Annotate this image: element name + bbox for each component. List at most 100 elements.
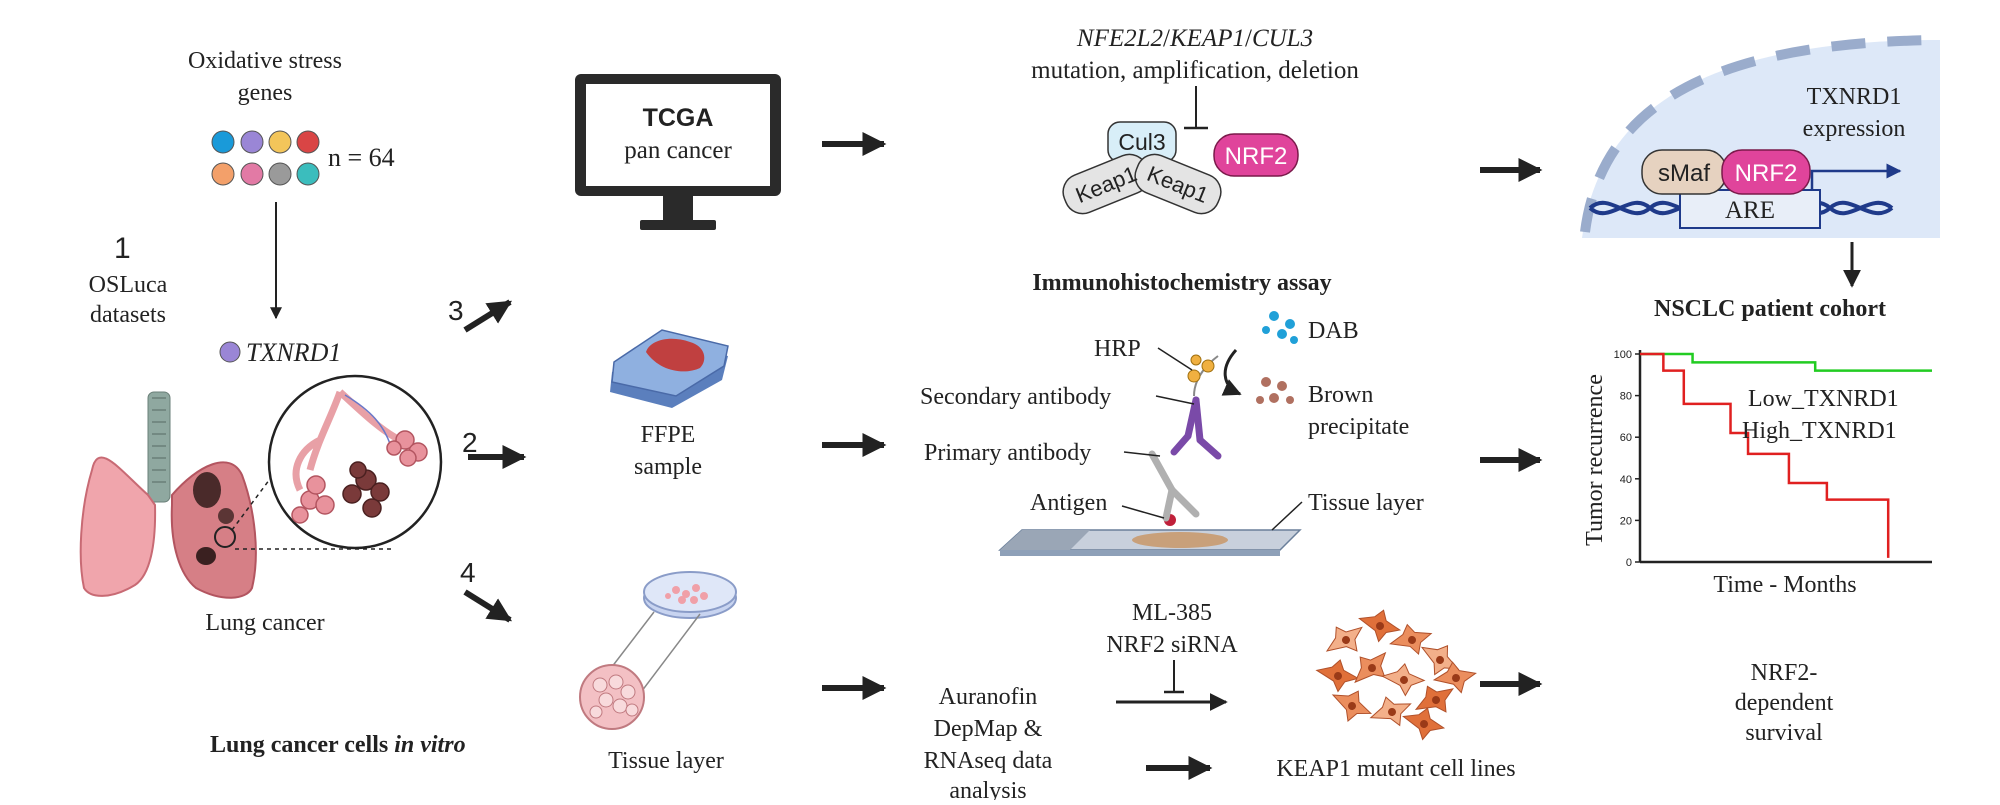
mutation-label: mutation, amplification, deletion (1031, 57, 1359, 84)
cancer-cell-shape (1432, 661, 1477, 694)
brown-precipitate-icon (1256, 377, 1294, 404)
primary-antibody-leader (1123, 451, 1161, 457)
secondary-antibody-leader (1155, 395, 1195, 405)
auranofin-label-3: RNAseq data (924, 748, 1053, 774)
secondary-antibody-label: Secondary antibody (920, 384, 1111, 410)
brown-precipitate-label-2: precipitate (1308, 414, 1409, 440)
step-4-arrow (463, 589, 513, 623)
tissue-layer-ihc-label: Tissue layer (1308, 490, 1424, 516)
ihc-slide-icon (998, 514, 1302, 556)
chart-y-tick-label: 80 (1620, 391, 1632, 403)
oxidative-genes-label-2: genes (238, 80, 293, 106)
cul3-protein-label: Cul3 (1118, 129, 1165, 155)
nrf2-nucleus-badge (1721, 149, 1811, 195)
auranofin-label-4: analysis (949, 778, 1026, 800)
nrf2-dependent-label-1: NRF2- (1751, 660, 1818, 686)
alveoli-zoom-icon (267, 374, 443, 550)
legend-high-txnrd1: High_TXNRD1 (1742, 418, 1897, 444)
lung-zoom-target (214, 526, 236, 548)
lung-cells-title-italic: in vitro (394, 732, 465, 758)
cancer-cell-shape (1331, 690, 1373, 722)
hrp-enzyme-icon (1187, 354, 1219, 397)
transcription-arrow (1810, 163, 1902, 190)
legend-low-txnrd1: Low_TXNRD1 (1748, 386, 1899, 412)
dab-conversion-arrow (1221, 349, 1242, 396)
keap1-mutant-label: KEAP1 mutant cell lines (1276, 756, 1515, 782)
chart-series-line-low (1640, 352, 1932, 372)
cancer-cell-shape (1325, 626, 1363, 652)
smaf-label: sMaf (1658, 160, 1710, 187)
nrf2-protein-label: NRF2 (1225, 143, 1288, 170)
txnrd1-label: TXNRD1 (246, 338, 341, 367)
nrf2-nucleus-label: NRF2 (1735, 160, 1798, 187)
brown-precipitate-label-1: Brown (1308, 382, 1373, 408)
txnrd1-dot-icon (219, 341, 241, 363)
slash-2: / (1245, 25, 1252, 52)
hrp-label: HRP (1094, 336, 1141, 362)
nsclc-title: NSCLC patient cohort (1654, 296, 1886, 322)
slash-1: / (1163, 25, 1170, 52)
cancer-cell-shape (1369, 696, 1412, 727)
step-1-number: 1 (114, 232, 131, 265)
secondary-antibody-icon (1170, 396, 1222, 460)
step-3-arrow (463, 299, 513, 333)
cancer-cell-shape (1402, 707, 1446, 741)
nrf2-dependent-label-2: dependent (1735, 690, 1834, 716)
gene-names: NFE2L2/KEAP1/CUL3 (1076, 25, 1313, 52)
dish-zoom-line-1 (607, 611, 655, 673)
gene-dots-icon (211, 130, 320, 186)
antigen-leader (1121, 505, 1165, 519)
cancer-cell-shape (1315, 659, 1360, 693)
lungs-icon (79, 391, 257, 599)
tissue-layer-leader (1271, 501, 1303, 531)
antigen-label: Antigen (1030, 490, 1107, 516)
inhibition-bar-icon (1184, 86, 1208, 130)
tissue-layer-bottom-label: Tissue layer (608, 748, 724, 774)
lung-cells-title: Lung cancer cells in vitro (210, 732, 466, 758)
lung-cells-title-main: Lung cancer cells (210, 732, 394, 758)
chart-y-tick-label: 60 (1620, 432, 1632, 444)
step-2-number: 2 (462, 427, 478, 458)
mutant-cells-icon (1315, 609, 1477, 741)
cul3-gene: CUL3 (1252, 25, 1313, 52)
chart-series-line-high (1640, 352, 1890, 558)
cancer-cell-shape (1354, 651, 1387, 684)
sirna-inhibition-bar-icon (1164, 660, 1184, 694)
nrf2-sirna-label: NRF2 siRNA (1106, 632, 1238, 658)
dab-label: DAB (1308, 318, 1359, 344)
hrp-leader (1157, 347, 1193, 371)
txnrd1-expression-label-2: expression (1803, 116, 1906, 142)
step-3-number: 3 (448, 295, 464, 326)
step-4-number: 4 (460, 557, 476, 588)
primary-antibody-icon (1148, 450, 1200, 522)
ml385-label: ML-385 (1132, 600, 1212, 626)
auranofin-label-2: DepMap & (934, 716, 1043, 742)
ffpe-label-1: FFPE (641, 422, 696, 448)
cancer-cell-shape (1414, 685, 1454, 713)
monitor-icon (575, 74, 781, 230)
auranofin-label-1: Auranofin (939, 684, 1038, 710)
chart-ylabel: Tumor recurrence (1582, 374, 1608, 546)
are-label: ARE (1725, 197, 1775, 224)
cell-culture-zoom-icon (579, 664, 645, 730)
chart-y-tick-label: 20 (1620, 515, 1632, 527)
primary-antibody-label: Primary antibody (924, 440, 1091, 466)
nrf2-protein-badge (1213, 133, 1299, 177)
tcga-label-2: pan cancer (624, 137, 732, 164)
cancer-cell-shape (1381, 663, 1426, 697)
nfe2l2-gene: NFE2L2 (1076, 25, 1163, 52)
osluca-label-1: OSLuca (89, 272, 168, 298)
osluca-label-2: datasets (90, 302, 166, 328)
nrf2-dependent-label-3: survival (1745, 720, 1823, 746)
txnrd1-expression-label-1: TXNRD1 (1807, 84, 1902, 110)
tcga-label-1: TCGA (643, 104, 714, 132)
gene-count: n = 64 (328, 143, 395, 172)
cul3-keap1-complex-icon (1062, 121, 1222, 215)
are-box (1679, 189, 1821, 229)
chart-y-tick-label: 100 (1614, 349, 1632, 361)
oxidative-genes-label-1: Oxidative stress (188, 48, 342, 74)
ffpe-block-icon (610, 329, 729, 408)
